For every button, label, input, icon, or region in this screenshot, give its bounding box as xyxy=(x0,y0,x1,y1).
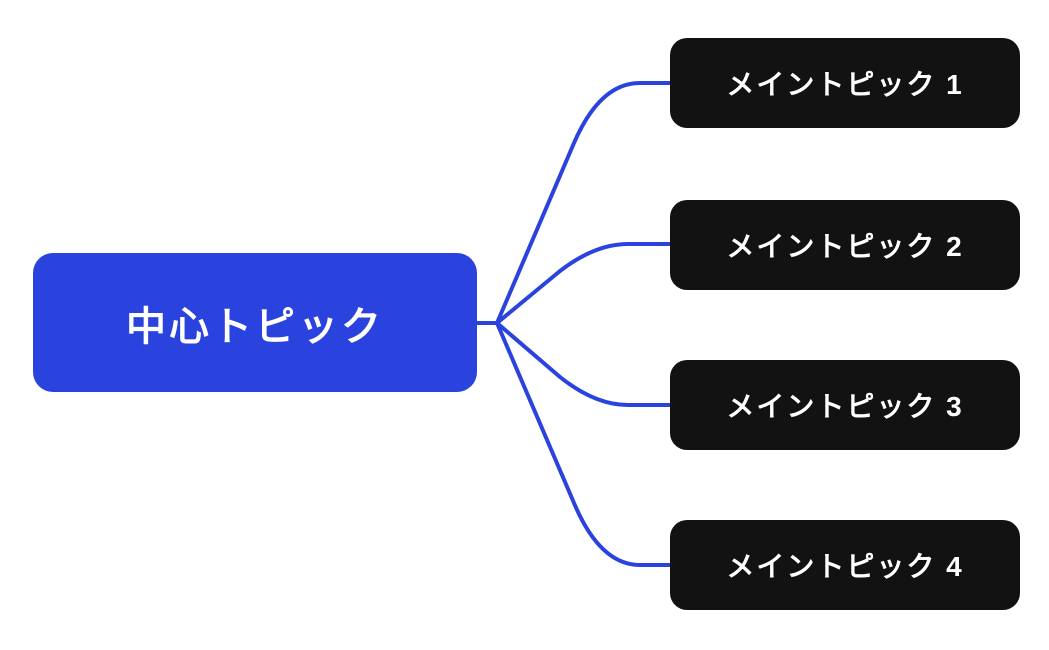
branch-node-2[interactable]: メイントピック 2 xyxy=(670,200,1020,290)
branch-label-1: メイントピック 1 xyxy=(726,69,964,100)
branch-label-2: メイントピック 2 xyxy=(726,231,964,262)
central-topic-node[interactable]: 中心トピック xyxy=(33,253,477,392)
branch-node-3[interactable]: メイントピック 3 xyxy=(670,360,1020,450)
branch-node-1[interactable]: メイントピック 1 xyxy=(670,38,1020,128)
connector-branch-2 xyxy=(475,242,672,325)
connector-branch-4 xyxy=(475,321,672,567)
connector-branch-3 xyxy=(475,321,672,407)
branch-label-4: メイントピック 4 xyxy=(726,551,964,582)
connector-branch-1 xyxy=(475,81,672,325)
branch-node-4[interactable]: メイントピック 4 xyxy=(670,520,1020,610)
branch-label-3: メイントピック 3 xyxy=(726,391,964,422)
central-topic-label: 中心トピック xyxy=(126,304,384,349)
